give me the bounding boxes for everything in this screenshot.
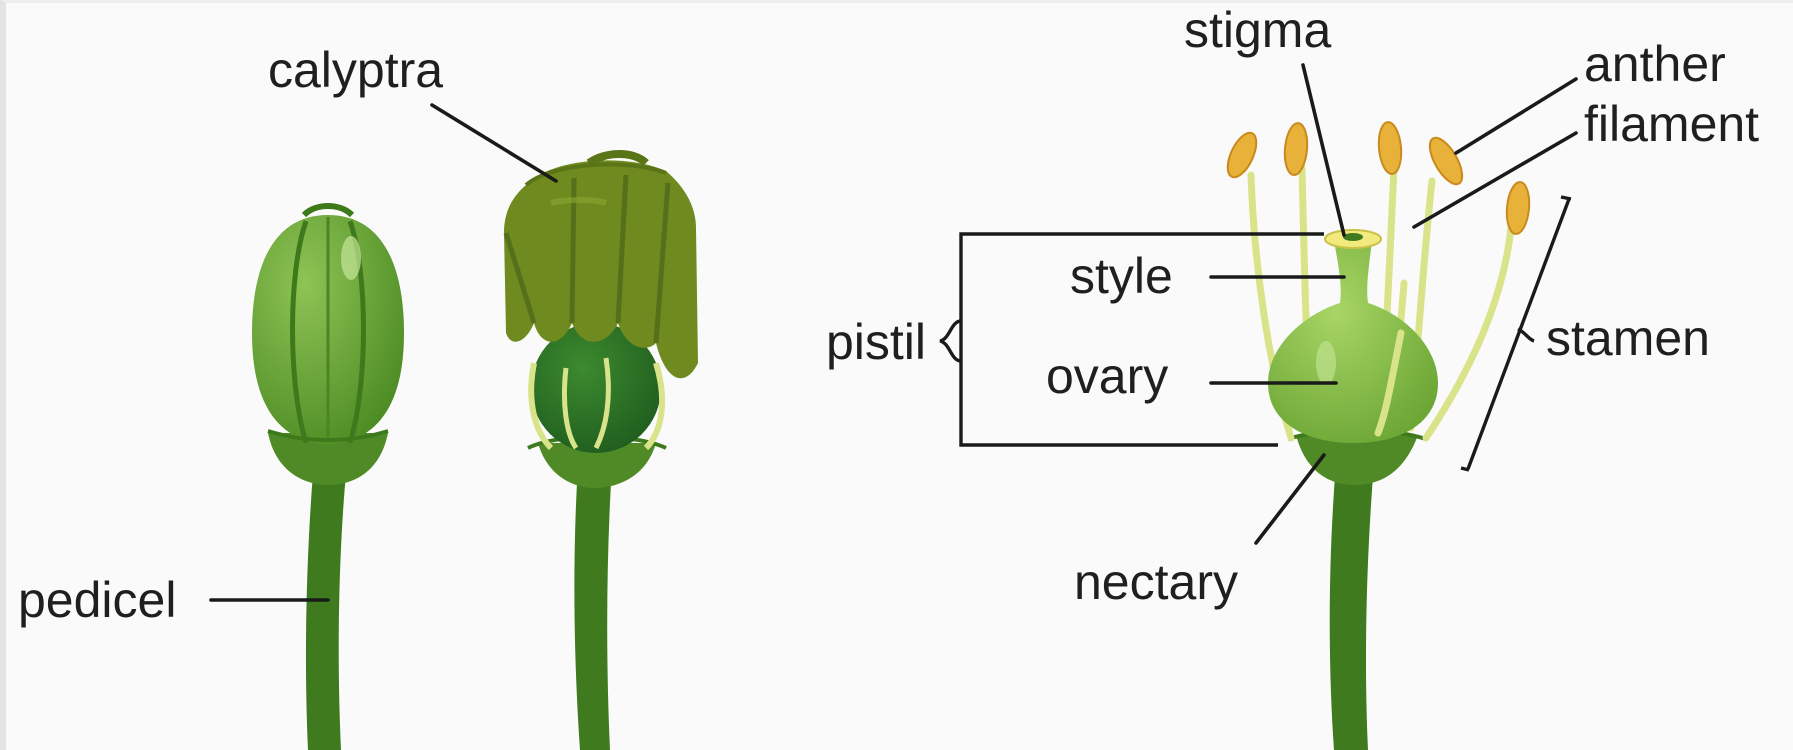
label-anther: anther — [1584, 36, 1726, 92]
label-nectary: nectary — [1074, 554, 1238, 610]
label-style: style — [1070, 248, 1173, 304]
label-calyptra: calyptra — [268, 42, 443, 98]
mid-pedicel — [574, 465, 612, 750]
label-pistil: pistil — [826, 314, 926, 370]
label-stamen: stamen — [1546, 310, 1710, 366]
anthers — [1222, 121, 1531, 235]
right-pedicel — [1330, 463, 1374, 750]
opening-flower — [504, 154, 698, 750]
closed-bud — [252, 206, 404, 750]
label-filament: filament — [1584, 96, 1759, 152]
open-flower — [1222, 121, 1531, 750]
label-ovary: ovary — [1046, 348, 1168, 404]
ovary-shape — [1268, 241, 1438, 443]
grape-flower-diagram: calyptra pedicel stigma anther filament … — [6, 3, 1793, 750]
label-stigma: stigma — [1184, 3, 1331, 58]
bud-pedicel — [306, 473, 346, 750]
label-pedicel: pedicel — [18, 572, 176, 628]
